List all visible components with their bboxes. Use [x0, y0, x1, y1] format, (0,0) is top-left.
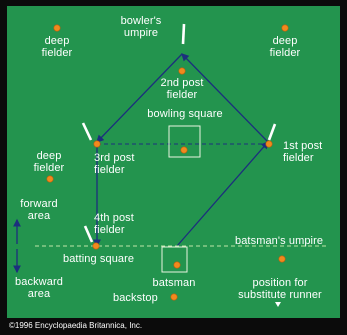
field-lines	[13, 23, 327, 307]
path-second-to-third	[96, 53, 183, 143]
bowler-dot	[180, 146, 188, 154]
label-bowlers-umpire: bowler's umpire	[120, 15, 162, 39]
post-1	[267, 123, 277, 141]
label-deep-fielder-top-right: deep fielder	[269, 35, 301, 59]
batsman-dot	[173, 261, 181, 269]
deep-fielder-left-dot	[46, 175, 54, 183]
deep-fielder-top-left-dot	[53, 24, 61, 32]
label-third-post-fielder: 3rd post fielder	[94, 152, 135, 176]
fourth-post-fielder-dot	[92, 242, 100, 250]
path-first-to-second	[181, 53, 269, 143]
label-batsmans-umpire: batsman's umpire	[235, 235, 324, 247]
label-substitute-position: position for substitute runner	[238, 277, 322, 301]
label-bowling-square: bowling square	[147, 108, 223, 120]
second-post-fielder-dot	[178, 67, 186, 75]
label-second-post-fielder: 2nd post fielder	[160, 77, 204, 101]
label-first-post-fielder: 1st post fielder	[283, 140, 323, 164]
first-post-fielder-dot	[265, 140, 273, 148]
label-fourth-post-fielder: 4th post fielder	[94, 212, 134, 236]
label-forward-area: forward area	[20, 198, 58, 222]
bowling-square	[168, 125, 201, 158]
batting-square	[161, 246, 188, 273]
label-backstop: backstop	[113, 292, 158, 304]
label-batsman: batsman	[152, 277, 196, 289]
label-deep-fielder-top-left: deep fielder	[41, 35, 73, 59]
third-post-fielder-dot	[93, 140, 101, 148]
rounders-field: deep fielder bowler's umpire deep fielde…	[7, 6, 340, 318]
batsmans-umpire-dot	[278, 255, 286, 263]
path-home-to-first	[176, 141, 269, 247]
post-4	[83, 225, 94, 243]
label-batting-square: batting square	[63, 253, 135, 265]
backstop-dot	[170, 293, 178, 301]
post-2	[181, 23, 186, 45]
label-deep-fielder-left: deep fielder	[33, 150, 65, 174]
deep-fielder-top-right-dot	[281, 24, 289, 32]
copyright-notice: ©1996 Encyclopaedia Britannica, Inc.	[9, 321, 143, 330]
substitute-runner-marker	[275, 302, 281, 307]
post-3	[81, 122, 93, 141]
label-backward-area: backward area	[15, 276, 63, 300]
